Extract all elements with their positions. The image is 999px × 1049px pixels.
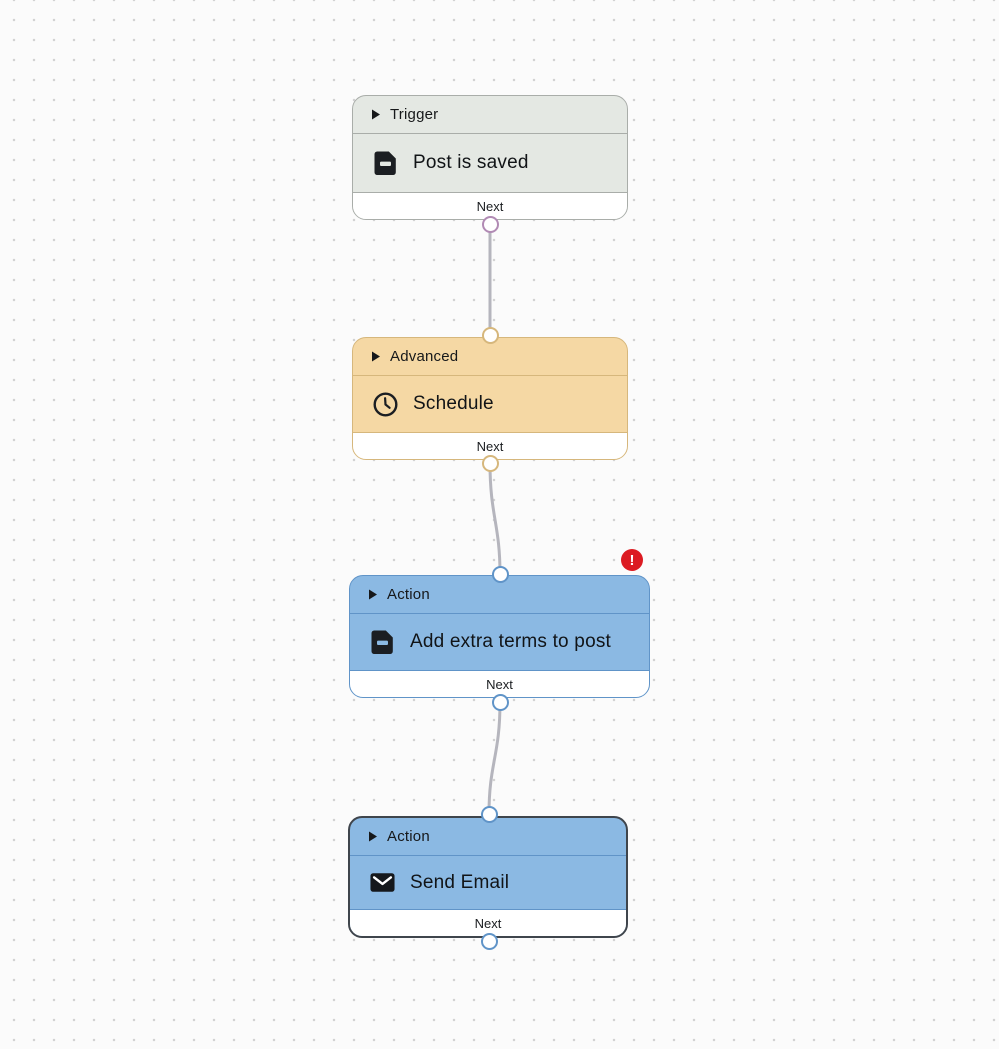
envelope-icon — [370, 870, 395, 895]
node-action-add-extra-terms[interactable]: Action Add extra terms to post Next — [349, 575, 650, 698]
node-advanced-schedule[interactable]: Advanced Schedule Next — [352, 337, 628, 460]
port-input-send-email[interactable] — [480, 805, 498, 823]
node-title: Schedule — [413, 393, 494, 414]
node-category-label: Trigger — [390, 106, 439, 123]
port-output-send-email[interactable] — [480, 932, 498, 950]
port-output-schedule[interactable] — [481, 454, 499, 472]
node-header[interactable]: Action — [350, 818, 626, 856]
node-footer-next[interactable]: Next — [350, 909, 626, 936]
node-body[interactable]: Add extra terms to post — [350, 614, 649, 670]
node-body[interactable]: Post is saved — [353, 134, 627, 192]
node-title: Post is saved — [413, 152, 529, 173]
node-title: Send Email — [410, 871, 510, 893]
node-action-send-email[interactable]: Action Send Email Next — [348, 816, 628, 938]
document-icon — [373, 151, 398, 176]
edge-schedule-to-add-terms[interactable] — [488, 461, 502, 576]
node-trigger-post-is-saved[interactable]: Trigger Post is saved Next — [352, 95, 628, 220]
disclosure-triangle-icon — [368, 589, 378, 600]
error-badge[interactable]: ! — [621, 549, 643, 571]
port-output-add-extra-terms[interactable] — [491, 693, 509, 711]
disclosure-triangle-icon — [368, 831, 378, 842]
edge-add-terms-to-send-email[interactable] — [487, 700, 502, 816]
next-label: Next — [474, 915, 502, 931]
clock-icon — [373, 391, 398, 417]
port-input-schedule[interactable] — [481, 326, 499, 344]
node-category-label: Action — [387, 586, 430, 603]
node-title: Add extra terms to post — [410, 631, 612, 652]
node-footer-next[interactable]: Next — [353, 192, 627, 219]
port-input-add-extra-terms[interactable] — [491, 565, 509, 583]
node-header[interactable]: Advanced — [353, 338, 627, 376]
node-category-label: Action — [387, 828, 430, 845]
node-header[interactable]: Action — [350, 576, 649, 614]
error-exclamation-icon: ! — [629, 551, 635, 569]
node-header[interactable]: Trigger — [353, 96, 627, 134]
node-body[interactable]: Schedule — [353, 376, 627, 432]
next-label: Next — [486, 676, 513, 692]
document-icon — [370, 630, 395, 655]
node-body[interactable]: Send Email — [350, 856, 626, 909]
next-label: Next — [476, 438, 504, 454]
disclosure-triangle-icon — [371, 351, 381, 362]
node-category-label: Advanced — [390, 348, 459, 365]
port-output-trigger[interactable] — [481, 215, 499, 233]
disclosure-triangle-icon — [371, 109, 381, 120]
next-label: Next — [476, 198, 504, 214]
node-footer-next[interactable]: Next — [350, 670, 649, 697]
